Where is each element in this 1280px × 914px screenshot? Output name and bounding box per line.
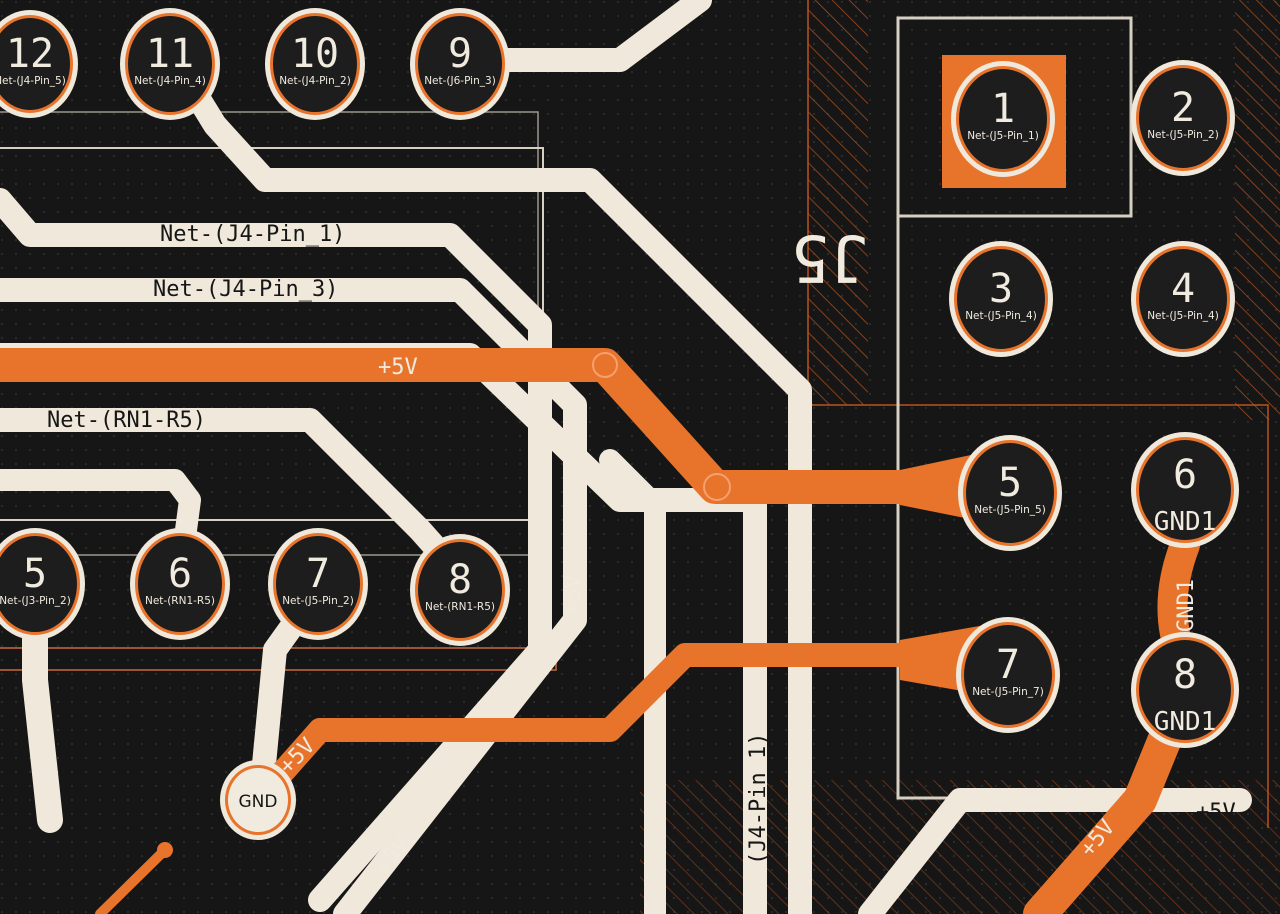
via-bottom (157, 842, 173, 858)
trace-bottom-left (95, 845, 170, 914)
pad-net-label: Net-(J5-Pin_4) (1147, 310, 1219, 322)
trace-pin11 (163, 48, 812, 914)
pad-number: 4 (1171, 266, 1195, 312)
pad-number: 7 (996, 642, 1020, 688)
pad-net-label: Net-(J5-Pin_4) (965, 310, 1037, 322)
pad-net-label: GND1 (1154, 707, 1217, 737)
pad-number: 5 (23, 551, 47, 597)
pad-hole (1139, 640, 1231, 740)
pad-hole (966, 443, 1054, 543)
pad-hole (959, 69, 1047, 169)
via-5v-b (703, 473, 731, 501)
trace-label-l-5v-c: +5V (561, 575, 586, 615)
trace-label-l-j4p1: Net-(J4-Pin_1) (160, 222, 345, 247)
pad-hole (1139, 68, 1227, 168)
pad-number: 7 (306, 551, 330, 597)
pad-hole (276, 536, 360, 632)
pad-number: 8 (448, 557, 472, 603)
trace-label-l-rn1: Net-(RN1-R5) (47, 408, 206, 433)
pad-hole (273, 16, 357, 112)
pad-net-label: GND1 (1154, 507, 1217, 537)
pad-net-label: Net-(J5-Pin_5) (974, 504, 1046, 516)
j5-outline-top (896, 16, 1133, 218)
pad-number: 11 (146, 31, 194, 77)
trace-j5-pin7 (308, 643, 932, 742)
pad-net-label: Net-(J6-Pin_3) (424, 75, 496, 87)
pad-number: 5 (998, 460, 1022, 506)
pad-net-label: Net-(J3-Pin_2) (0, 595, 71, 607)
reference-designator: J5 (791, 220, 868, 294)
trace-label-l-5v-a: +5V (378, 355, 418, 380)
pad-net-label: Net-(RN1-R5) (145, 595, 215, 607)
pad-number: 10 (291, 31, 339, 77)
pad-hole (957, 249, 1045, 349)
pad-hole (418, 16, 502, 112)
trace-label-l-j4p1-v: (J4-Pin_1) (746, 733, 771, 865)
pad-gnd: GND (220, 760, 296, 840)
pad-net-label: Net-(J4-Pin_2) (279, 75, 351, 87)
pad-net-label: Net-(J5-Pin_7) (972, 686, 1044, 698)
pad-net-label: Net-(RN1-R5) (425, 601, 495, 613)
pad-hole (418, 542, 502, 638)
trace-top-diagonal (448, 0, 712, 72)
pad-number: 3 (989, 266, 1013, 312)
pad-hole (228, 768, 288, 832)
via-5v-a (592, 352, 618, 378)
pad-hole (1139, 249, 1227, 349)
trace-label-l-gnd1-v: GND1 (1174, 579, 1199, 632)
trace-j4-pin1 (0, 188, 552, 912)
pad-number: 12 (6, 31, 54, 77)
hatch-zone-top (808, 0, 868, 405)
trace-mid-vertical (599, 449, 666, 914)
pad-hole (0, 18, 70, 110)
pad-number: 6 (1173, 452, 1197, 498)
trace-5v-main (0, 348, 937, 504)
pad-hole (128, 16, 212, 112)
trace-label-l-5v-g: +5V (1196, 800, 1236, 825)
trace-label-l-j4p3: Net-(J4-Pin_3) (153, 277, 338, 302)
pad-number: 6 (168, 551, 192, 597)
pad-net-label: GND (239, 792, 278, 812)
pad-number: 1 (991, 86, 1015, 132)
pad-net-label: Net-(J5-Pin_1) (967, 130, 1039, 142)
pads-layer: 12Net-(J4-Pin_5)11Net-(J4-Pin_4)10Net-(J… (0, 8, 1239, 840)
pad-net-label: Net-(J4-Pin_5) (0, 75, 66, 87)
copper-zone-outline (807, 0, 1269, 828)
pad-hole (138, 536, 222, 632)
pad-number: 2 (1171, 85, 1195, 131)
pad-hole (1139, 440, 1231, 540)
pad-number: 8 (1173, 652, 1197, 698)
hatch-zone-right (1235, 0, 1280, 420)
pad-net-label: Net-(J4-Pin_4) (134, 75, 206, 87)
pad-number: 9 (448, 31, 472, 77)
pad-hole (964, 625, 1052, 725)
pad-hole (0, 536, 77, 632)
pad-net-label: Net-(J5-Pin_2) (282, 595, 354, 607)
pad-net-label: Net-(J5-Pin_2) (1147, 129, 1219, 141)
